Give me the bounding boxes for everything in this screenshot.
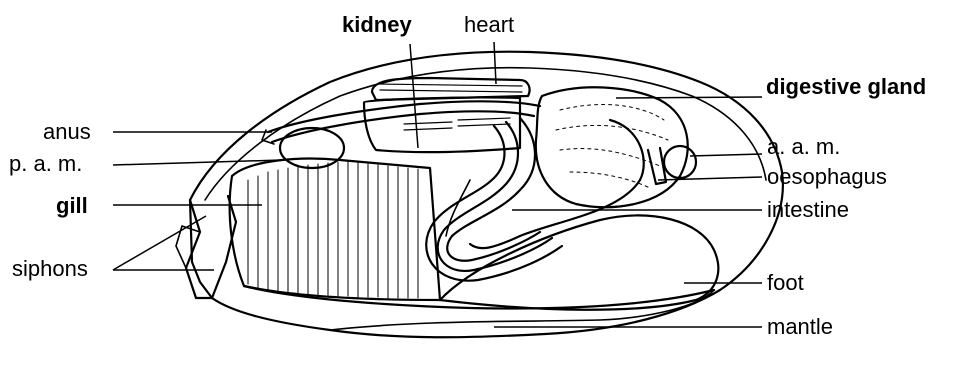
label-siphons: siphons bbox=[12, 258, 88, 280]
posterior-adductor bbox=[280, 128, 344, 168]
leader-aam bbox=[690, 154, 762, 156]
anterior-adductor bbox=[664, 146, 696, 178]
siphon-body bbox=[186, 196, 236, 298]
label-kidney: kidney bbox=[342, 14, 412, 36]
leader-digestive-gland bbox=[616, 97, 762, 98]
oesophagus-tube bbox=[648, 148, 666, 184]
label-intestine: intestine bbox=[767, 199, 849, 221]
leader-heart bbox=[494, 42, 496, 84]
label-gill: gill bbox=[56, 195, 88, 217]
label-aam: a. a. m. bbox=[767, 136, 840, 158]
intestine-coil bbox=[470, 120, 644, 248]
label-foot: foot bbox=[767, 272, 804, 294]
label-pam: p. a. m. bbox=[9, 153, 82, 175]
label-digestive-gland: digestive gland bbox=[766, 76, 926, 98]
label-heart: heart bbox=[464, 14, 514, 36]
label-mantle: mantle bbox=[767, 316, 833, 338]
digestive-gland bbox=[536, 87, 688, 207]
label-oesophagus: oesophagus bbox=[767, 166, 887, 188]
foot-outline bbox=[440, 215, 718, 309]
label-anus: anus bbox=[43, 121, 91, 143]
